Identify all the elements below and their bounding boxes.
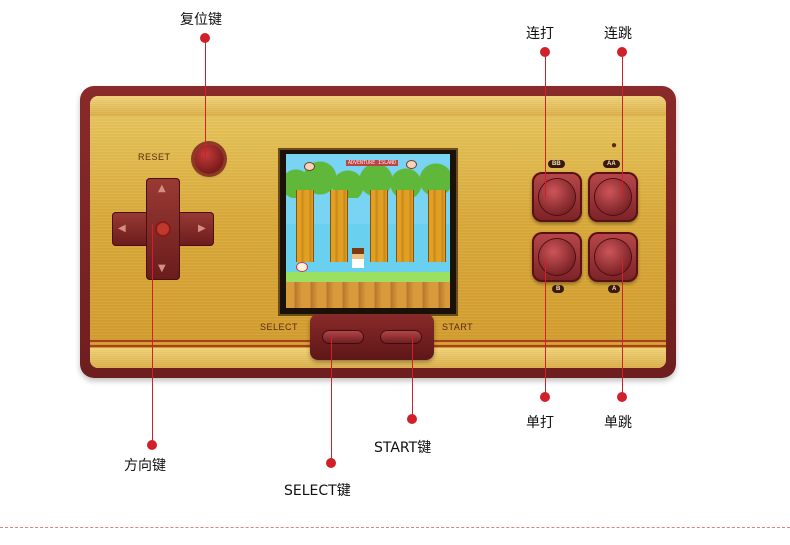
footer-divider — [0, 527, 790, 528]
game-screen: ADVENTURE ISLAND — [286, 154, 450, 308]
callout-dot — [540, 392, 550, 402]
tree-trunk — [428, 190, 446, 262]
tree-trunk — [330, 190, 348, 262]
callout-a: 单跳 — [604, 415, 632, 431]
hud-title: ADVENTURE ISLAND — [346, 160, 399, 166]
callout-start: START键 — [374, 440, 432, 456]
arrow-left-icon: ◀ — [118, 223, 126, 234]
callout-turbo-b: 连打 — [526, 26, 554, 42]
callout-line — [205, 38, 206, 158]
faceplate-top-band — [90, 96, 666, 116]
reset-label: RESET — [138, 152, 171, 162]
callout-reset: 复位键 — [180, 12, 222, 28]
button-knob — [595, 179, 631, 215]
callout-line — [545, 258, 546, 393]
callout-dot — [407, 414, 417, 424]
select-start-housing — [310, 314, 434, 360]
hud-egg-icon — [406, 160, 417, 169]
callout-dot — [617, 392, 627, 402]
game-ground — [286, 282, 450, 308]
hud-life-icon — [304, 162, 315, 171]
power-indicator-icon: ● — [611, 140, 618, 151]
callout-line — [622, 52, 623, 198]
callout-dot — [326, 458, 336, 468]
game-grass — [286, 272, 450, 282]
a-button-cap: A — [608, 285, 621, 293]
select-button[interactable] — [322, 330, 364, 344]
arrow-right-icon: ▶ — [198, 223, 206, 234]
callout-line — [545, 52, 546, 198]
game-egg-sprite — [296, 262, 308, 272]
console-faceplate: RESET ▲ ▼ ◀ ▶ — [90, 96, 666, 368]
aa-button-cap: AA — [603, 160, 620, 168]
b-button-cap: B — [552, 285, 565, 293]
button-knob — [595, 239, 631, 275]
callout-dot — [147, 440, 157, 450]
dpad-center-marker — [157, 223, 169, 235]
callout-line — [331, 336, 332, 460]
reset-button[interactable] — [194, 144, 224, 174]
callout-b: 单打 — [526, 415, 554, 431]
turbo-b-button[interactable] — [532, 172, 582, 222]
tree-trunk — [396, 190, 414, 262]
callout-line — [622, 258, 623, 393]
a-button[interactable] — [588, 232, 638, 282]
start-label: START — [442, 322, 474, 332]
handheld-console: RESET ▲ ▼ ◀ ▶ — [80, 86, 676, 378]
dpad[interactable]: ▲ ▼ ◀ ▶ — [112, 178, 214, 280]
callout-turbo-a: 连跳 — [604, 26, 632, 42]
game-hero-sprite — [352, 248, 364, 268]
bb-button-cap: BB — [548, 160, 565, 168]
callout-select: SELECT键 — [284, 483, 351, 499]
turbo-a-button[interactable] — [588, 172, 638, 222]
callout-dpad: 方向键 — [124, 458, 166, 474]
arrow-up-icon: ▲ — [158, 183, 166, 194]
tree-trunk — [370, 190, 388, 262]
start-button[interactable] — [380, 330, 422, 344]
screen-bezel: ADVENTURE ISLAND — [278, 148, 458, 316]
callout-line — [412, 336, 413, 416]
arrow-down-icon: ▼ — [158, 263, 166, 274]
callout-line — [152, 224, 153, 442]
select-label: SELECT — [260, 322, 299, 332]
tree-trunk — [296, 190, 314, 262]
b-button[interactable] — [532, 232, 582, 282]
